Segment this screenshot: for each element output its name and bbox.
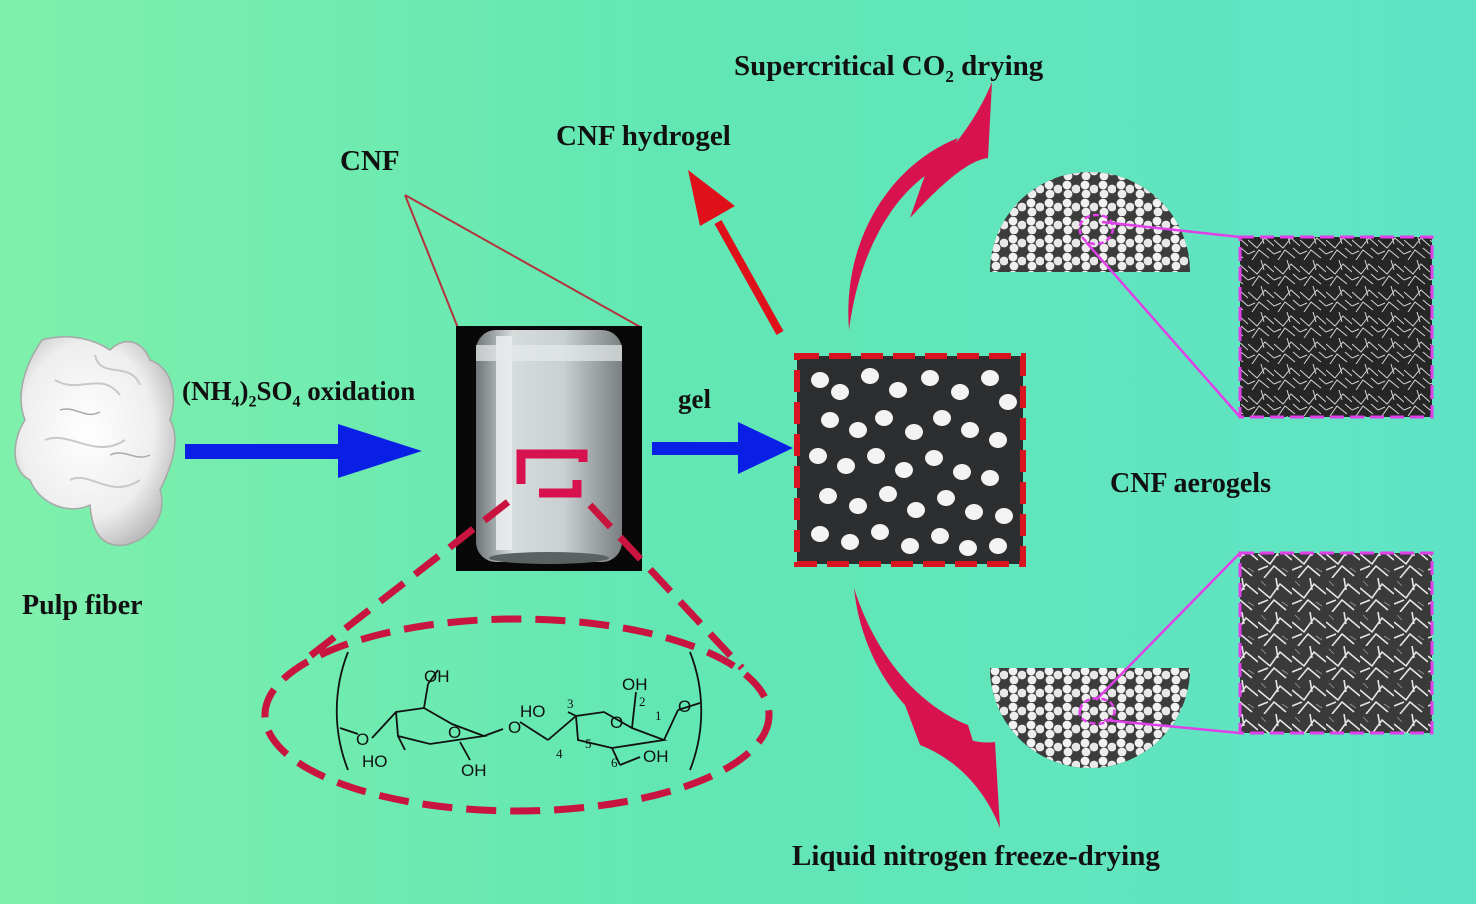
svg-text:OH: OH (643, 747, 669, 766)
cnf-hydrogel-label: CNF hydrogel (556, 120, 731, 152)
svg-text:O: O (356, 730, 369, 749)
cnf-label: CNF (340, 145, 400, 177)
curved-arrow-supercritical (848, 82, 992, 330)
svg-text:O: O (678, 697, 691, 716)
pulp-fiber-label: Pulp fiber (22, 590, 143, 621)
svg-text:O: O (610, 713, 623, 732)
cnf-callout-lines (404, 194, 643, 329)
blue-arrow-oxidation (185, 424, 422, 478)
blue-arrow-gel (652, 422, 793, 474)
aerogel-bottom-photo (990, 668, 1190, 768)
svg-text:2: 2 (639, 694, 646, 709)
svg-text:4: 4 (556, 746, 563, 761)
supercritical-label: Supercritical CO2 drying (734, 50, 1044, 86)
cnf-aerogels-label: CNF aerogels (1110, 468, 1271, 499)
svg-text:3: 3 (567, 696, 574, 711)
cellulose-labels: OH OH HO HO OH OH O O O O O 1 2 3 4 5 6 (356, 667, 691, 780)
zoom-connector-lines (302, 499, 745, 671)
freeze-drying-label: Liquid nitrogen freeze-drying (792, 840, 1160, 872)
sem-zoom-connectors (1078, 213, 1241, 735)
curved-arrow-freeze (854, 588, 1000, 828)
vial-photo-icon (456, 326, 642, 571)
fiber-cluster-icon (14, 336, 176, 546)
svg-text:1: 1 (655, 708, 662, 723)
bead-photo-icon (794, 353, 1026, 567)
molecule-ellipse (261, 615, 773, 815)
vial-zoom-bracket (516, 449, 588, 498)
aerogel-top-photo (990, 172, 1190, 272)
svg-text:OH: OH (424, 667, 450, 686)
svg-text:O: O (508, 718, 521, 737)
gel-label: gel (678, 384, 711, 414)
svg-text:HO: HO (362, 752, 388, 771)
sem-micrograph-bottom (1238, 551, 1434, 735)
svg-text:OH: OH (622, 675, 648, 694)
sem-micrograph-icon (1238, 235, 1434, 419)
cellulose-structure (335, 651, 703, 771)
svg-text:HO: HO (520, 702, 546, 721)
svg-text:6: 6 (611, 755, 618, 770)
svg-text:O: O (448, 723, 461, 742)
red-arrow-hydrogel (688, 170, 784, 335)
svg-text:OH: OH (461, 761, 487, 780)
svg-text:5: 5 (585, 736, 592, 751)
oxidation-label: (NH4)2SO4 oxidation (182, 376, 416, 411)
